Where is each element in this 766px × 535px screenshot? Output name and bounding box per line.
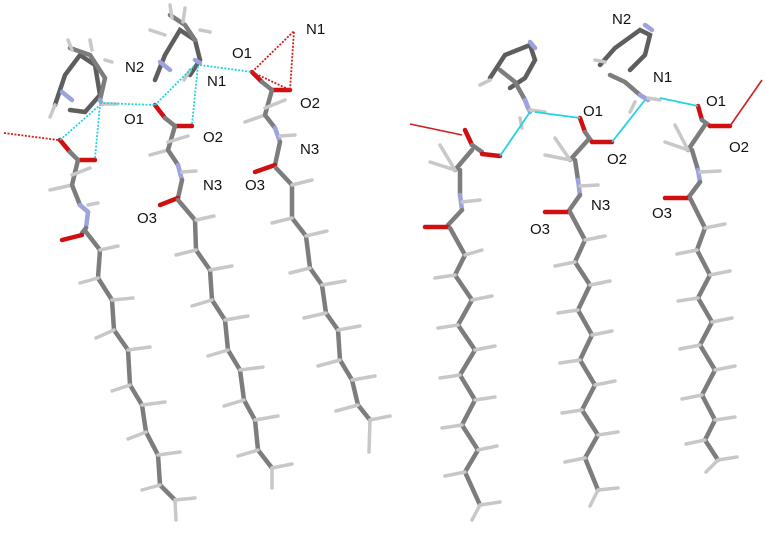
molecule-right-b — [542, 115, 620, 508]
molecule-right-c — [593, 22, 739, 474]
atom-label: O2 — [300, 95, 320, 112]
atom-label: O3 — [245, 177, 265, 194]
atom-label: O1 — [232, 45, 252, 62]
atom-label: O3 — [652, 205, 672, 222]
atom-label: N2 — [125, 59, 144, 76]
atom-label: N1 — [207, 73, 226, 90]
hydrogen-bonds-right — [409, 79, 763, 157]
atom-labels-left: N1 O1 N2 N1 O2 O1 O2 N3 N3 O3 O3 — [124, 21, 325, 227]
atom-label: O1 — [124, 111, 144, 128]
atom-label: N1 — [653, 69, 672, 86]
atom-label: O1 — [706, 93, 726, 110]
atom-label: N3 — [591, 197, 610, 214]
atom-label: O2 — [203, 129, 223, 146]
atom-labels-right: N2 N1 O1 O1 O2 O2 N3 O3 O3 — [530, 11, 749, 238]
left-panel: N1 O1 N2 N1 O2 O1 O2 N3 N3 O3 O3 — [3, 3, 392, 522]
atom-label: O1 — [583, 103, 603, 120]
right-panel: N2 N1 O1 O1 O2 O2 N3 O3 O3 — [409, 11, 763, 522]
atom-label: O2 — [607, 151, 627, 168]
molecule-left-a — [48, 38, 197, 522]
molecule-left-b — [148, 3, 294, 490]
atom-label: O3 — [137, 210, 157, 227]
molecule-right-a — [422, 39, 547, 522]
atom-label: O2 — [729, 139, 749, 156]
atom-label: N3 — [300, 141, 319, 158]
atom-label: O3 — [530, 221, 550, 238]
atom-label: N3 — [203, 177, 222, 194]
hydrogen-bonds-left — [3, 28, 296, 159]
atom-label: N2 — [612, 11, 631, 28]
atom-label: N1 — [306, 21, 325, 38]
molecule-left-c — [243, 69, 392, 454]
